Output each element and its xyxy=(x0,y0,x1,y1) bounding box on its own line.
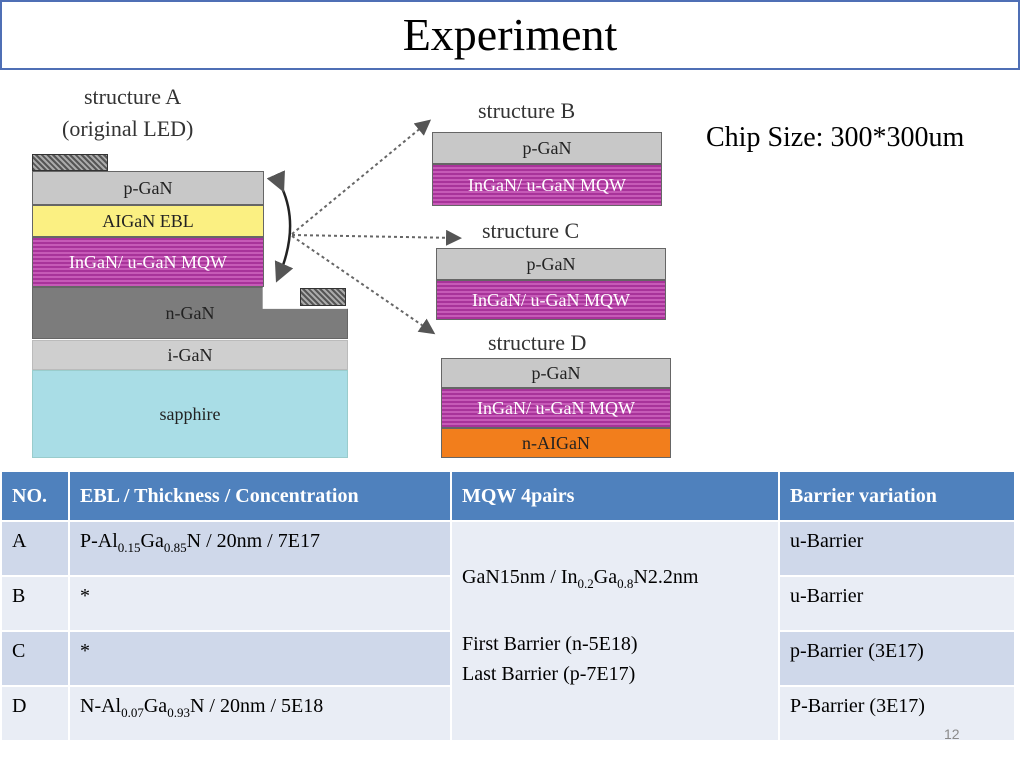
cell-mqw: GaN15nm / In0.2Ga0.8N2.2nm First Barrier… xyxy=(450,520,780,742)
header-ebl: EBL / Thickness / Concentration xyxy=(68,470,452,522)
structure-a-sapphire: sapphire xyxy=(32,370,348,458)
structure-b-label: structure B xyxy=(478,98,576,123)
cell-barrier: P-Barrier (3E17) xyxy=(778,685,1016,742)
mqw-first-barrier: First Barrier (n-5E18) xyxy=(462,633,638,655)
table-row: A P-Al0.15Ga0.85N / 20nm / 7E17 GaN15nm … xyxy=(0,520,1016,742)
led-structure-diagram: structure A (original LED) p-GaN AIGaN E… xyxy=(0,78,690,468)
p-contact-pad xyxy=(32,154,108,171)
title-bar: Experiment xyxy=(0,0,1020,70)
table-header-row: NO. EBL / Thickness / Concentration MQW … xyxy=(0,470,1016,522)
mqw-last-barrier: Last Barrier (p-7E17) xyxy=(462,663,636,685)
structure-d-mqw: InGaN/ u-GaN MQW xyxy=(441,388,671,428)
cell-no: B xyxy=(0,575,70,632)
cell-ebl: N-Al0.07Ga0.93N / 20nm / 5E18 xyxy=(68,685,452,742)
cell-ebl: * xyxy=(68,575,452,632)
chip-size-label: Chip Size: 300*300um xyxy=(706,122,965,153)
structure-d-p-gan: p-GaN xyxy=(441,358,671,388)
cell-no: A xyxy=(0,520,70,577)
mqw-structure: GaN15nm / In0.2Ga0.8N2.2nm xyxy=(462,566,699,591)
cell-barrier: u-Barrier xyxy=(778,520,1016,577)
structure-b-mqw: InGaN/ u-GaN MQW xyxy=(432,164,662,206)
structure-a-i-gan: i-GaN xyxy=(32,340,348,370)
table-row: B * u-Barrier xyxy=(0,575,1016,632)
structure-b-p-gan: p-GaN xyxy=(432,132,662,164)
structure-d-label: structure D xyxy=(488,330,587,355)
structure-c-mqw: InGaN/ u-GaN MQW xyxy=(436,280,666,320)
connector-arrows xyxy=(266,119,462,335)
table-row: C * p-Barrier (3E17) xyxy=(0,630,1016,687)
structure-a-sublabel: (original LED) xyxy=(62,116,194,141)
header-barrier: Barrier variation xyxy=(778,470,1016,522)
slide-title: Experiment xyxy=(402,9,618,60)
header-mqw: MQW 4pairs xyxy=(450,470,780,522)
cell-barrier: u-Barrier xyxy=(778,575,1016,632)
structure-a-p-gan: p-GaN xyxy=(32,171,264,205)
structure-d-n-algan: n-AIGaN xyxy=(441,428,671,458)
experiment-table: NO. EBL / Thickness / Concentration MQW … xyxy=(0,470,1016,742)
structure-a-label: structure A xyxy=(84,84,182,109)
cell-no: D xyxy=(0,685,70,742)
header-no: NO. xyxy=(0,470,70,522)
cell-ebl: * xyxy=(68,630,452,687)
structure-c-label: structure C xyxy=(482,218,580,243)
table-row: D N-Al0.07Ga0.93N / 20nm / 5E18 P-Barrie… xyxy=(0,685,1016,742)
n-contact-pad xyxy=(300,288,346,306)
structure-c-p-gan: p-GaN xyxy=(436,248,666,280)
cell-barrier: p-Barrier (3E17) xyxy=(778,630,1016,687)
cell-ebl: P-Al0.15Ga0.85N / 20nm / 7E17 xyxy=(68,520,452,577)
structure-a-mqw: InGaN/ u-GaN MQW xyxy=(32,237,264,287)
page-number: 12 xyxy=(944,726,960,742)
structure-a-ebl: AIGaN EBL xyxy=(32,205,264,237)
cell-no: C xyxy=(0,630,70,687)
